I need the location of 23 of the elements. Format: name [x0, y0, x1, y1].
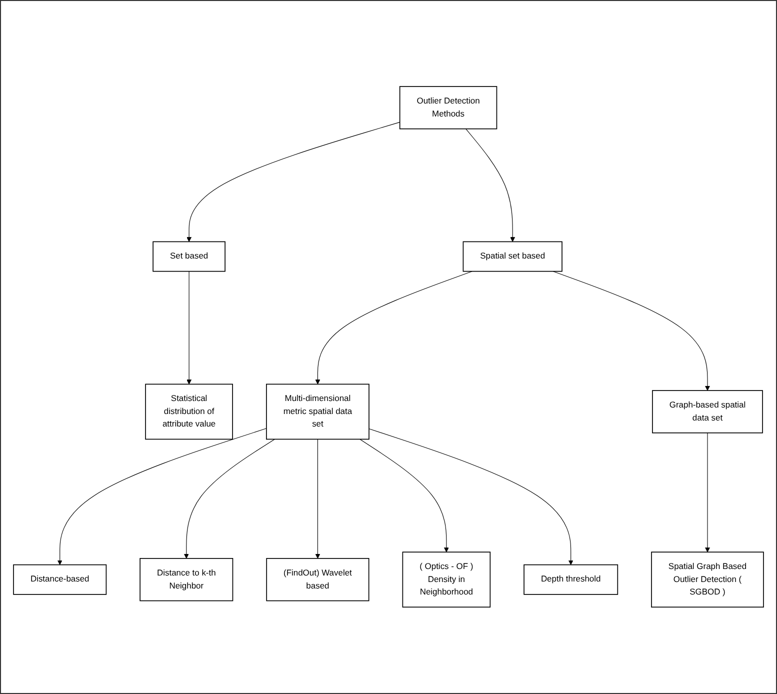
node-box: ( Optics - OF ) Density in Neighborhood — [402, 552, 491, 608]
arrow — [368, 428, 574, 566]
arrow — [360, 439, 449, 552]
node-box: Distance to k-th Neighbor — [140, 558, 234, 602]
node-box: Statistical distribution of attribute value — [145, 384, 233, 440]
node-box: Distance-based — [13, 564, 107, 596]
node-box: Graph-based spatial data set — [652, 390, 763, 434]
arrow — [186, 122, 400, 242]
node-box: Set based — [152, 241, 226, 272]
arrow — [552, 271, 710, 391]
node-box: Spatial Graph Based Outlier Detection ( SGBOD ) — [651, 552, 764, 608]
arrow — [57, 428, 267, 566]
node-box: Multi-dimensional metric spatial data set — [266, 384, 370, 440]
arrow — [184, 439, 275, 559]
arrow — [186, 271, 192, 385]
node-box: Outlier Detection Methods — [399, 86, 498, 130]
node-box: (FindOut) Wavelet based — [266, 558, 370, 602]
node-box: Depth threshold — [524, 564, 618, 596]
arrow — [315, 439, 320, 559]
node-box: Spatial set based — [462, 241, 562, 272]
arrow — [315, 271, 472, 385]
arrow — [466, 128, 516, 242]
arrow — [705, 432, 710, 552]
